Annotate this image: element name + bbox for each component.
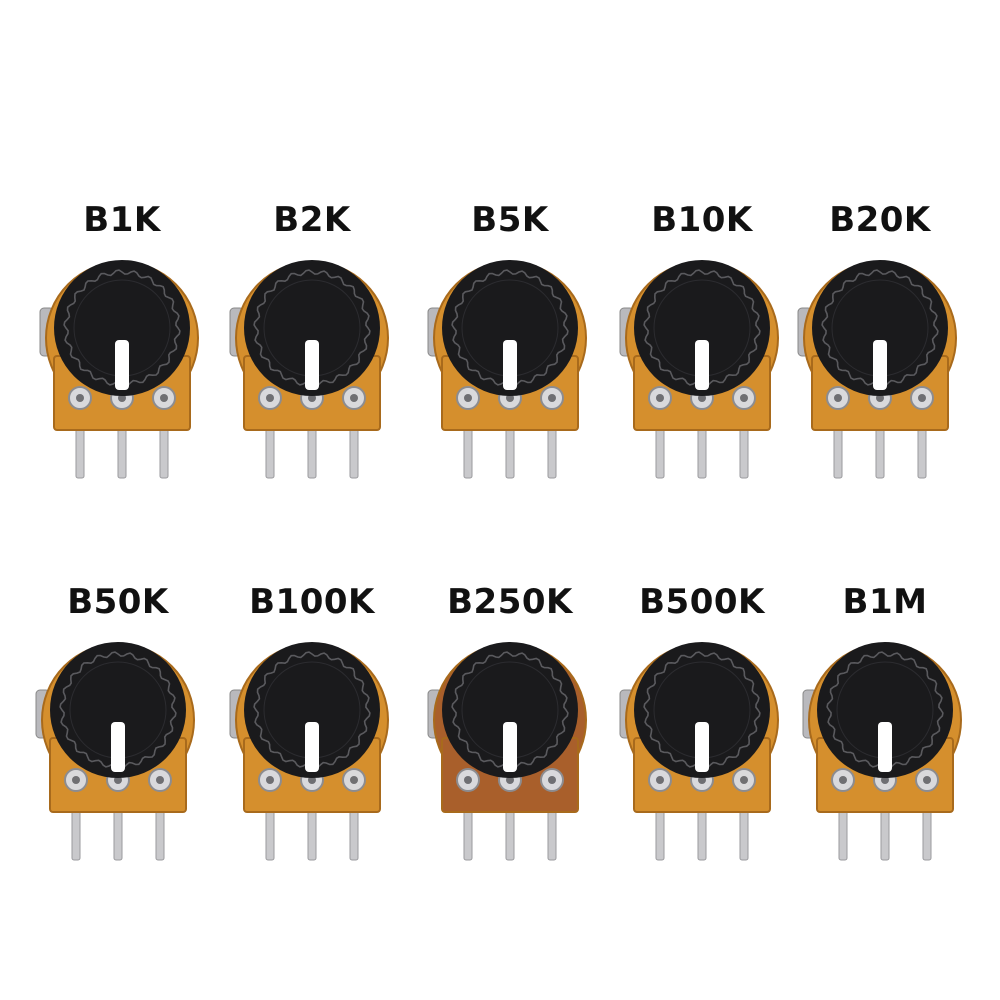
potentiometer-icon [427,642,587,861]
potentiometer-icon [802,642,962,861]
eyelet-hole [308,394,316,402]
knob-ridge [826,651,944,769]
pot-label: B250K [447,582,573,622]
pot-label: B50K [67,582,169,622]
eyelet-hole [876,394,884,402]
potentiometer-b500k: B500K [612,582,792,882]
potentiometer-b10k: B10K [612,200,792,500]
eyelet-hole [656,776,664,784]
potentiometer-b1m: B1M [795,582,975,882]
eyelet-hole [160,394,168,402]
pot-label: B10K [651,200,753,240]
knob-ridge [451,651,569,769]
potentiometer-icon [229,260,389,479]
indicator-stripe [503,722,517,772]
eyelet-hole [923,776,931,784]
eyelet-hole [834,394,842,402]
eyelet-hole [740,776,748,784]
indicator-stripe [695,722,709,772]
pot-label: B5K [471,200,549,240]
eyelet-hole [464,776,472,784]
knob-ridge [643,651,761,769]
pot-label: B100K [249,582,375,622]
indicator-stripe [305,722,319,772]
potentiometer-b1k: B1K [32,200,212,500]
eyelet-hole [350,394,358,402]
indicator-stripe [695,340,709,390]
pot-label: B1K [83,200,161,240]
eyelet-hole [266,776,274,784]
eyelet-hole [308,776,316,784]
eyelet-hole [548,394,556,402]
indicator-stripe [111,722,125,772]
eyelet-hole [656,394,664,402]
knob-ridge [821,269,939,387]
eyelet-hole [464,394,472,402]
knob-ridge [253,651,371,769]
pot-label: B20K [829,200,931,240]
eyelet-hole [72,776,80,784]
potentiometer-icon [427,260,587,479]
knob-ridge [59,651,177,769]
eyelet-hole [740,394,748,402]
potentiometer-b250k: B250K [420,582,600,882]
knob-ridge [253,269,371,387]
pot-label: B1M [842,582,928,622]
eyelet-hole [698,776,706,784]
pot-label: B2K [273,200,351,240]
pot-label: B500K [639,582,765,622]
potentiometer-b20k: B20K [790,200,970,500]
indicator-stripe [878,722,892,772]
eyelet-hole [506,394,514,402]
potentiometer-icon [797,260,957,479]
knob-ridge [451,269,569,387]
potentiometer-icon [229,642,389,861]
eyelet-hole [506,776,514,784]
eyelet-hole [76,394,84,402]
eyelet-hole [881,776,889,784]
eyelet-hole [350,776,358,784]
eyelet-hole [548,776,556,784]
knob-ridge [643,269,761,387]
eyelet-hole [114,776,122,784]
potentiometer-b5k: B5K [420,200,600,500]
eyelet-hole [118,394,126,402]
knob-ridge [63,269,181,387]
eyelet-hole [698,394,706,402]
indicator-stripe [115,340,129,390]
potentiometer-b2k: B2K [222,200,402,500]
potentiometer-icon [619,642,779,861]
potentiometer-b50k: B50K [28,582,208,882]
potentiometer-icon [35,642,195,861]
potentiometer-icon [39,260,199,479]
eyelet-hole [156,776,164,784]
potentiometer-b100k: B100K [222,582,402,882]
indicator-stripe [503,340,517,390]
indicator-stripe [305,340,319,390]
indicator-stripe [873,340,887,390]
eyelet-hole [266,394,274,402]
eyelet-hole [918,394,926,402]
potentiometer-icon [619,260,779,479]
eyelet-hole [839,776,847,784]
